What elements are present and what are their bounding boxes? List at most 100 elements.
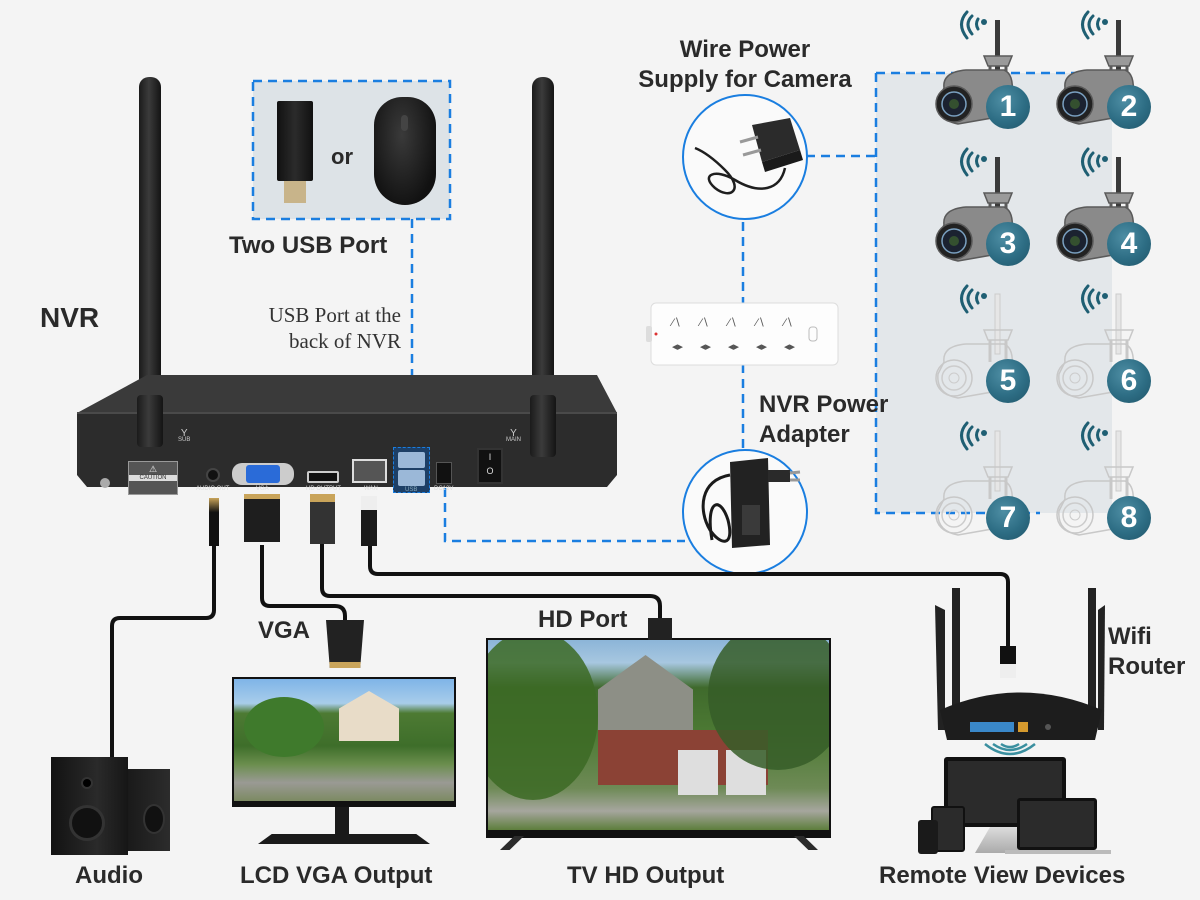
audio-plug-icon — [209, 498, 219, 546]
power-strip-socket: ⁄∖ — [781, 317, 793, 329]
wifi-signal-icon — [960, 10, 980, 40]
camera-number-badge: 7 — [986, 496, 1030, 540]
usb-back-note-line1: USB Port at the — [268, 303, 401, 327]
mouse-icon — [374, 97, 436, 205]
audio-out-label: AUDIO OUT — [196, 486, 230, 492]
phone-icon — [918, 820, 938, 854]
lcd-stand-base — [258, 834, 430, 844]
remote-view-devices-label: Remote View Devices — [879, 862, 1126, 889]
ground-screw-icon — [100, 478, 110, 488]
camera-7: 7 — [922, 419, 1032, 544]
nvr-power-adapter-label: NVR Power Adapter — [759, 390, 888, 450]
camera-number-badge: 3 — [986, 222, 1030, 266]
power-strip-socket: ◂▸ — [700, 341, 712, 353]
speaker-left-icon — [51, 757, 128, 855]
nvr-power-connector-line — [443, 488, 685, 543]
camera-5: 5 — [922, 282, 1032, 407]
power-strip-socket: ⁄∖ — [725, 317, 737, 329]
power-strip-socket: ◂▸ — [672, 341, 684, 353]
camera-number-badge: 6 — [1107, 359, 1151, 403]
nvr-power-label-line1: NVR Power — [759, 391, 889, 418]
wifi-router-label-line1: Wifi — [1108, 623, 1152, 650]
camera-3: 3 — [922, 145, 1032, 270]
camera-number-badge: 5 — [986, 359, 1030, 403]
wan-cable — [368, 545, 1010, 650]
wifi-router-icon — [930, 580, 1110, 740]
hdmi-connector-icon — [648, 618, 672, 640]
antenna-left-icon — [139, 77, 161, 447]
camera-power-adapter-icon — [694, 118, 803, 195]
wifi-signal-icon — [1081, 284, 1101, 314]
vga-port-label: VGA — [256, 486, 269, 492]
two-usb-port-label: Two USB Port — [229, 232, 388, 259]
power-strip-socket: ⁄∖ — [753, 317, 765, 329]
vga-cable — [260, 545, 347, 625]
wifi-signal-icon — [960, 421, 980, 451]
usb-dongle-icon — [277, 101, 313, 181]
vga-connector-icon — [326, 620, 364, 668]
audio-label: Audio — [75, 862, 143, 889]
antenna-left-base — [137, 395, 163, 447]
camera-body-icon — [1058, 480, 1135, 536]
lcd-vga-output-label: LCD VGA Output — [240, 862, 433, 889]
nvr-power-label-line2: Adapter — [759, 421, 850, 448]
laptop-base — [1005, 850, 1111, 854]
camera-8: 8 — [1043, 419, 1153, 544]
wifi-signal-icon — [960, 147, 980, 177]
power-strip-socket: ◂▸ — [728, 341, 740, 353]
camera-4: 4 — [1043, 145, 1153, 270]
speaker-right-icon — [128, 769, 170, 851]
router-rj45-plug-icon — [1000, 646, 1016, 678]
usb-back-note-line2: back of NVR — [289, 329, 401, 353]
camera-body-icon — [1058, 343, 1135, 399]
camera-body-icon — [937, 343, 1014, 399]
usb-back-note: USB Port at the back of NVR — [236, 302, 401, 354]
vga-port — [246, 465, 280, 483]
usb-dongle-connector — [284, 181, 306, 203]
cables — [110, 540, 1010, 760]
audio-out-port — [206, 468, 220, 482]
caution-label: ⚠CAUTION — [128, 461, 178, 495]
wifi-signal-icon — [1081, 10, 1101, 40]
antenna-right-base — [530, 395, 556, 457]
rj45-plug-icon — [361, 496, 377, 546]
camera-6: 6 — [1043, 282, 1153, 407]
nvr-label: NVR — [40, 302, 100, 333]
hd-port-label: HD Port — [538, 606, 628, 633]
camera-number-badge: 2 — [1107, 85, 1151, 129]
power-strip-icon — [646, 302, 839, 366]
camera-number-badge: 4 — [1107, 222, 1151, 266]
hdmi-cable — [320, 540, 662, 620]
camera-body-icon — [937, 480, 1014, 536]
wire-power-label-line2: Supply for Camera — [638, 66, 852, 93]
dc12v-label: DC12V — [434, 486, 454, 492]
audio-cable — [110, 540, 216, 760]
nvr-power-adapter-icon — [701, 458, 801, 548]
usb-port-1 — [398, 452, 425, 468]
usb-port-2 — [398, 470, 425, 486]
tv-hd-output-label: TV HD Output — [567, 862, 725, 889]
wireless-signal-icon — [984, 742, 1036, 756]
wire-power-label: Wire Power Supply for Camera — [630, 35, 860, 95]
hd-output-port — [307, 471, 339, 483]
dc12v-port — [436, 462, 452, 484]
antenna-right-icon — [532, 77, 554, 457]
wifi-signal-icon — [1081, 421, 1101, 451]
laptop-icon — [1017, 798, 1097, 850]
lcd-screen-image — [234, 679, 454, 801]
wan-port — [352, 459, 387, 483]
lcd-stand-neck — [335, 807, 349, 837]
wifi-router-label: Wifi Router — [1108, 622, 1185, 682]
wire-power-label-line1: Wire Power — [679, 36, 811, 63]
hd-output-label: HD OUTPUT — [306, 486, 341, 492]
wifi-signal-icon — [960, 284, 980, 314]
vga-plug-icon — [244, 494, 280, 542]
wifi-router-label-line2: Router — [1108, 653, 1186, 680]
vga-label: VGA — [258, 617, 311, 644]
wifi-signal-icon — [1081, 147, 1101, 177]
power-strip-socket: ⁄∖ — [669, 317, 681, 329]
